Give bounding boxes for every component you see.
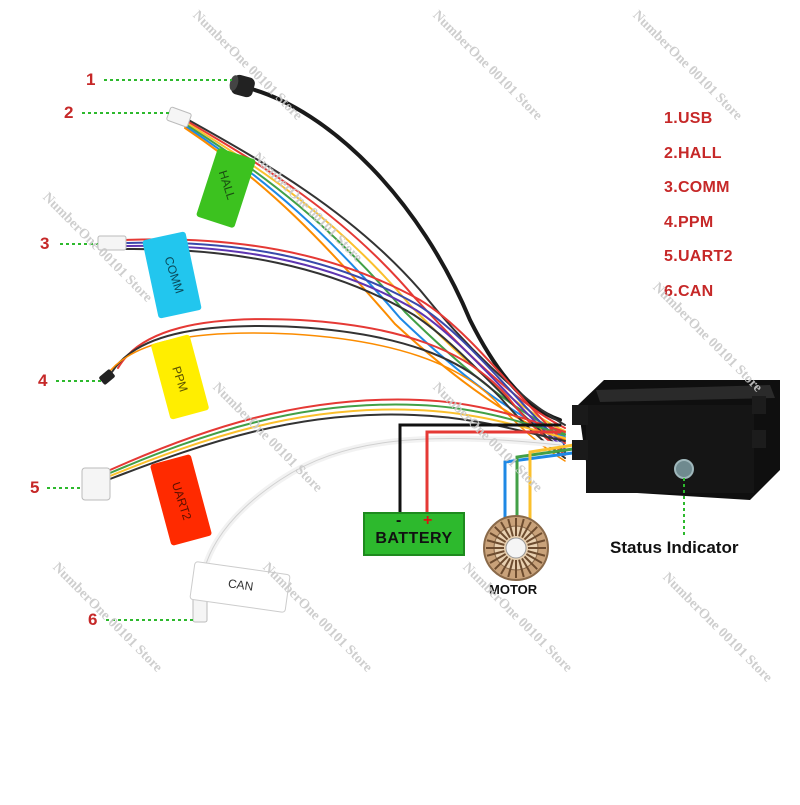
legend-item-comm: 3.COMM: [664, 179, 730, 196]
stator-tooth: [486, 550, 505, 557]
stator-tooth: [507, 518, 514, 537]
callout-6: 6: [88, 610, 98, 629]
ppm-wire-2: [111, 325, 566, 459]
uart2-wire-1: [109, 398, 566, 471]
tag-can-shape: [189, 561, 291, 613]
comm-wire-1: [124, 238, 566, 444]
legend: 1.USB 2.HALL 3.COMM 4.PPM 5.UART2 6.CAN: [664, 110, 733, 317]
battery-label-box: - + BATTERY: [363, 512, 465, 556]
tag-hall-shape: [196, 148, 256, 228]
stator-tooth: [494, 555, 509, 570]
legend-item-can: 6.CAN: [664, 282, 714, 300]
stator-tooth: [489, 532, 507, 543]
stator-tooth: [500, 521, 511, 539]
tag-comm-shape: [142, 231, 202, 319]
legend-item-uart2: 5.UART2: [664, 248, 733, 265]
stator-tooth: [500, 557, 511, 575]
wire-harness: [105, 86, 582, 603]
motor-stator: [483, 515, 549, 581]
tag-uart2-shape: [150, 454, 212, 546]
battery-plus-sign: +: [423, 512, 433, 529]
wire-tags: [142, 148, 291, 613]
battery-minus-sign: -: [396, 512, 402, 529]
stator-tooth: [527, 539, 546, 546]
motor-label: MOTOR: [489, 582, 538, 597]
stator-tooth: [518, 518, 525, 537]
motor-blue-lead: [503, 450, 582, 522]
stator-tooth: [525, 553, 543, 564]
status-indicator-label: Status Indicator: [610, 538, 739, 557]
legend-item-ppm: 4.PPM: [664, 213, 714, 231]
comm-wire-2: [124, 241, 566, 447]
callout-3: 3: [40, 234, 50, 253]
stator-tooth: [523, 526, 538, 541]
stator-tooth: [523, 555, 538, 570]
callout-2: 2: [64, 103, 74, 122]
stator-tooth: [525, 532, 543, 543]
connectors: [81, 74, 255, 623]
stator-tooth: [507, 559, 514, 578]
leader-lines: [47, 79, 685, 621]
stator-tooth: [521, 521, 532, 539]
stator-tooth: [527, 550, 546, 557]
stator-tooth: [486, 539, 505, 546]
battery-red-lead: [425, 430, 562, 522]
stator-tooth: [518, 559, 525, 578]
uart2-wire-4: [109, 413, 566, 480]
callout-4: 4: [38, 371, 48, 390]
ppm-connector: [99, 369, 115, 385]
status-led: [674, 459, 694, 479]
ppm-wire-1: [117, 318, 566, 456]
motor-green-lead: [515, 446, 582, 522]
tag-ppm-shape: [151, 334, 209, 420]
comm-wire-3: [124, 244, 566, 450]
motor-yellow-lead: [528, 442, 582, 522]
can-wire-shade: [199, 437, 561, 601]
controller-box: [572, 380, 780, 500]
uart2-connector: [81, 467, 111, 501]
stator-tooth: [494, 526, 509, 541]
hall-connector: [166, 106, 192, 128]
battery-black-lead: [398, 423, 562, 522]
legend-item-hall: 2.HALL: [664, 144, 722, 162]
stator-tooth: [521, 557, 532, 575]
callout-1: 1: [86, 70, 96, 89]
stator-tooth: [489, 553, 507, 564]
uart2-wire-2: [109, 403, 566, 474]
callout-5: 5: [30, 478, 40, 497]
battery-label: BATTERY: [375, 530, 453, 547]
legend-item-usb: 1.USB: [664, 110, 713, 127]
